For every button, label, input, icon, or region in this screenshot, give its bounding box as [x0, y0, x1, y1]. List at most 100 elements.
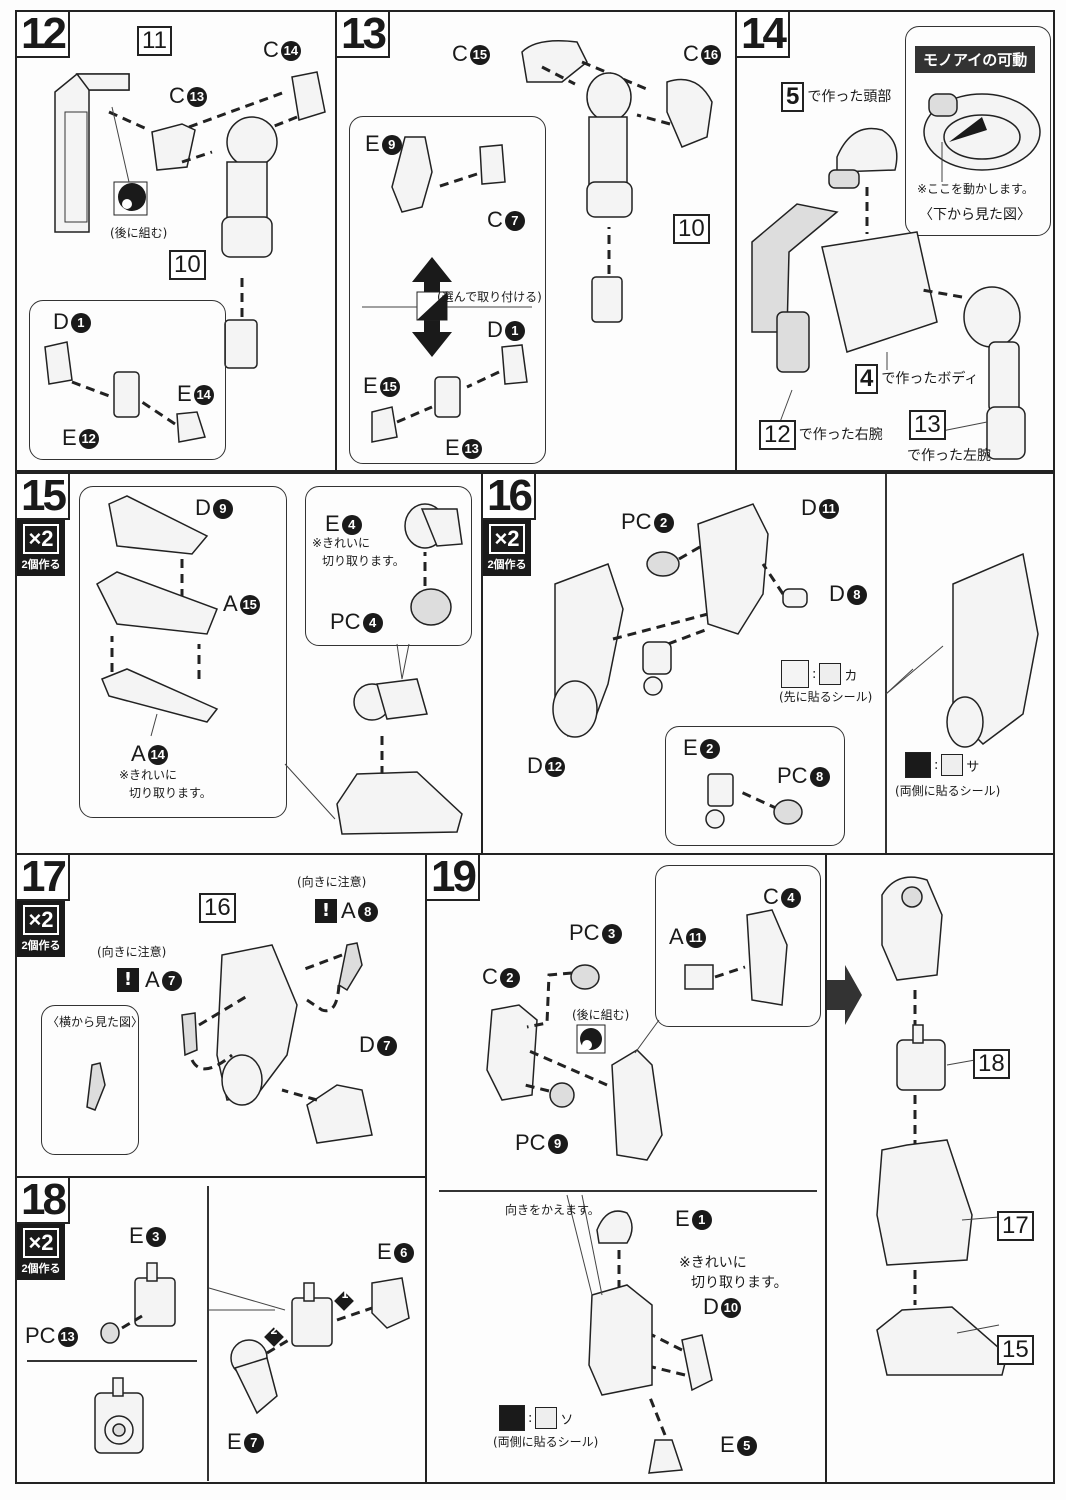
part-d9	[108, 495, 209, 555]
cut-note-2: 切り取ります。	[691, 1275, 788, 1291]
part-c4	[746, 909, 788, 1006]
warning-icon: !	[117, 968, 139, 992]
part-e3	[134, 1262, 176, 1327]
note-move-here: ※ここを動かします。	[917, 182, 1034, 196]
sticker-location-icon	[781, 660, 809, 688]
step-number: 17	[17, 855, 70, 901]
part-e13	[434, 376, 461, 418]
multiplier-badge: ×2 2個作る	[483, 520, 531, 576]
step-number: 13	[337, 12, 390, 58]
ref-box-17: 17	[997, 1211, 1034, 1241]
hand-part	[591, 276, 623, 323]
part-pc13	[100, 1322, 120, 1344]
orientation-note-a8: (向きに注意)	[297, 875, 367, 889]
sticker-shape-icon	[941, 754, 964, 776]
part-pc8	[773, 799, 803, 825]
arm-part	[221, 116, 278, 258]
foot-part	[336, 771, 463, 835]
ref-head: 5 で作った頭部	[781, 82, 891, 112]
step-number: 18	[17, 1178, 70, 1224]
step-14-illustration	[751, 93, 1041, 460]
multiplier-badge: ×2 2個作る	[17, 520, 65, 576]
part-joint	[642, 641, 672, 696]
cut-note-a14-1: ※きれいに	[119, 768, 178, 782]
monoeye-badge: モノアイの可動	[915, 46, 1036, 73]
part-a15	[96, 571, 218, 635]
ref-box-11: 11	[137, 26, 172, 56]
part-c2	[486, 1004, 538, 1101]
step-19-illustration	[486, 909, 788, 1474]
part-c14	[291, 71, 326, 121]
step-14-panel: 14 モノアイの可動 ※ここを動かします。 〈下から見た図〉	[735, 10, 1055, 472]
part-a8	[338, 942, 363, 992]
part-e14	[176, 411, 206, 443]
ref-box-16: 16	[199, 893, 236, 923]
step-17-illustration	[86, 942, 373, 1144]
part-a7	[181, 1012, 198, 1057]
step-number: 12	[17, 12, 70, 58]
step-number: 16	[483, 474, 536, 520]
callout-hand	[29, 300, 226, 460]
joint-18	[896, 1024, 946, 1091]
step-16-illustration	[552, 503, 1039, 829]
sticker-both-note: (両側に貼るシール)	[493, 1435, 599, 1449]
divider	[439, 1190, 817, 1192]
part-c15	[521, 40, 588, 83]
order-step-2: 2	[270, 1324, 278, 1337]
note-assemble-later: (後に組む)	[572, 1008, 630, 1022]
shoulder-part-c13	[151, 123, 196, 171]
part-d8	[782, 588, 808, 608]
part-c16	[666, 78, 713, 148]
part-e15	[371, 406, 398, 443]
part-e3-b	[291, 1282, 333, 1347]
part-d10	[681, 1334, 713, 1392]
part-e7	[230, 1339, 278, 1415]
part-d12	[552, 563, 624, 738]
right-arm	[776, 311, 810, 373]
part-e3-front-view	[94, 1377, 144, 1454]
torso-assembled	[588, 1284, 653, 1396]
sticker-shape-icon	[535, 1407, 558, 1429]
divider	[27, 1360, 197, 1362]
part-pc3	[570, 964, 600, 990]
step-12-illustration	[44, 71, 326, 443]
sticker-first: : カ	[781, 660, 857, 688]
step-13-illustration	[362, 40, 713, 443]
part-e4	[404, 503, 463, 549]
ref-body: 4 で作ったボディ	[855, 364, 978, 394]
sticker-code: サ	[966, 759, 980, 775]
warning-icon: !	[315, 899, 337, 923]
arm-part	[586, 72, 633, 218]
part-d11	[697, 503, 769, 635]
foot-15	[876, 1306, 1008, 1376]
sticker-location-icon	[499, 1405, 525, 1431]
part-d7	[306, 1084, 373, 1144]
